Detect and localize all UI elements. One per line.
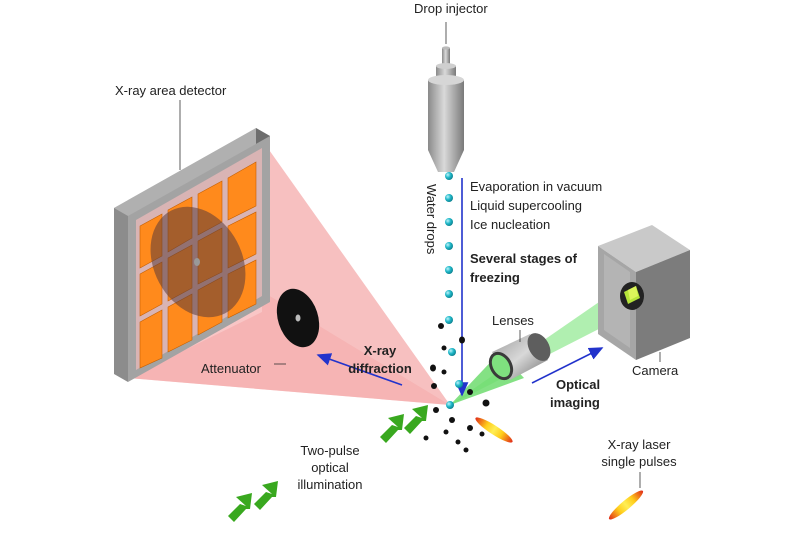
- optical-imaging-label-line2: imaging: [550, 395, 600, 410]
- lenses-label: Lenses: [492, 313, 534, 328]
- xray-laser-label-line1: X-ray laser: [607, 437, 671, 452]
- two-pulse-label-line3: illumination: [297, 477, 363, 492]
- two-pulse-label-line1: Two-pulse: [300, 443, 360, 458]
- attenuator-disk: [276, 288, 320, 348]
- xray-cone-side: [128, 140, 450, 405]
- optical-imaging-label-line1: Optical: [556, 377, 601, 392]
- xray-diffraction-label-line1: X-ray: [363, 343, 397, 358]
- xray-diffraction-label-line2: diffraction: [348, 361, 412, 376]
- two-pulse-label-line2: optical: [311, 460, 349, 475]
- stages-label-line2: freezing: [470, 270, 520, 285]
- xray-laser-pulses: [475, 417, 644, 520]
- xray-area-detector: [114, 128, 270, 382]
- nucleation-label: Ice nucleation: [470, 217, 551, 232]
- evaporation-label: Evaporation in vacuum: [470, 179, 603, 194]
- leader-lines: [179, 22, 661, 488]
- xray-laser-label-line2: single pulses: [601, 454, 677, 469]
- lens-cylinder: [488, 333, 551, 381]
- xray-detector-label: X-ray area detector: [115, 83, 227, 98]
- water-drops: [445, 172, 463, 409]
- xray-diffraction-arrow: [316, 353, 403, 386]
- camera-body: [598, 225, 690, 360]
- optical-pulses: [228, 405, 428, 522]
- optical-imaging-arrow: [531, 347, 604, 384]
- supercooling-label: Liquid supercooling: [470, 198, 583, 213]
- stages-label-line1: Several stages of: [470, 251, 577, 266]
- drop-injector-label: Drop injector: [414, 1, 488, 16]
- water-drops-label: Water drops: [424, 184, 439, 255]
- camera-label: Camera: [632, 363, 679, 378]
- ice-particles: [423, 323, 490, 453]
- drop-injector: [428, 46, 464, 172]
- attenuator-label: Attenuator: [201, 361, 261, 376]
